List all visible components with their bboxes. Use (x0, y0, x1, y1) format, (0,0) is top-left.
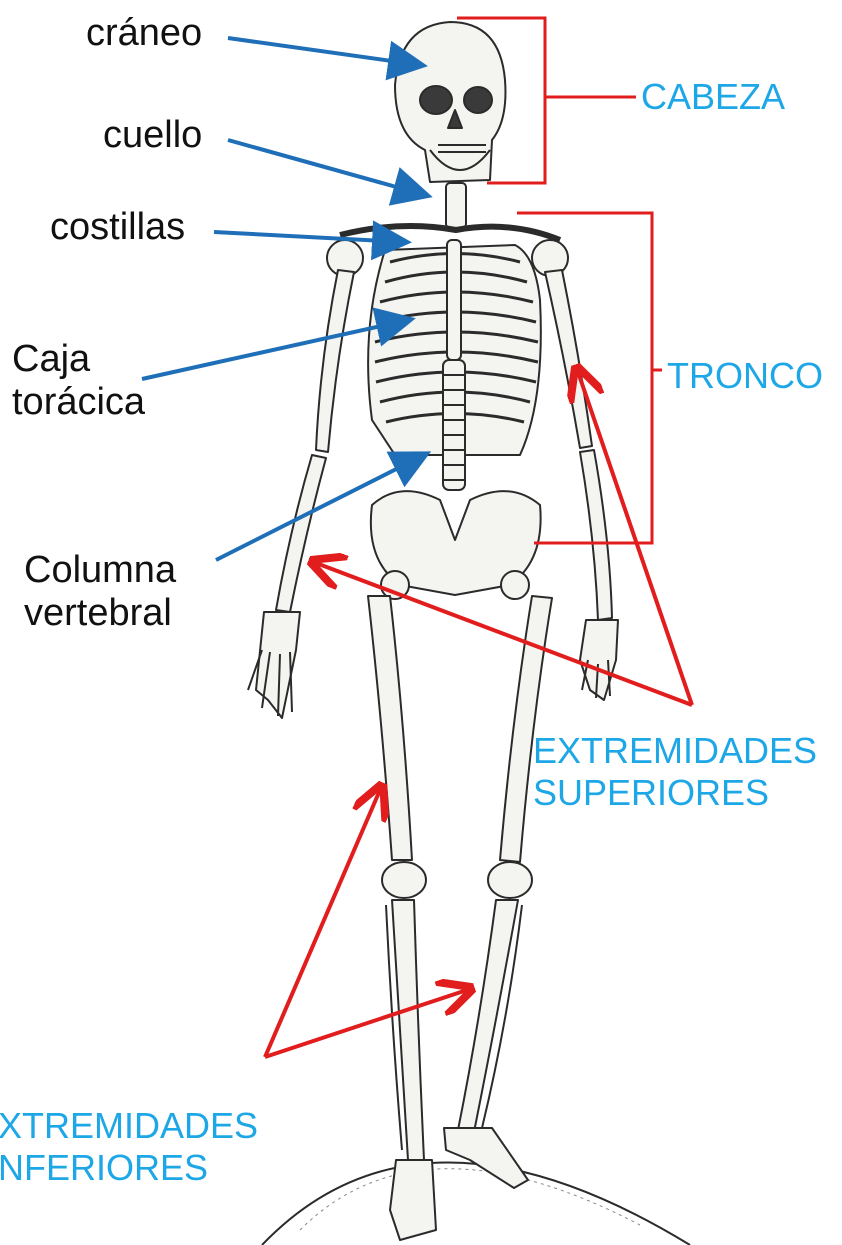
region-tronco: TRONCO (667, 355, 823, 397)
foot-right (444, 1128, 528, 1188)
arrow-inf-left (265, 790, 380, 1057)
arrow-cuello (228, 140, 425, 195)
region-extremidades-inferiores: XTREMIDADES NFERIORES (0, 1105, 258, 1190)
knee-right (488, 862, 532, 898)
knee-left (382, 862, 426, 898)
sternum (447, 240, 461, 360)
neck-vertebrae (446, 183, 466, 228)
arrow-costillas (214, 232, 404, 242)
skull-eye-socket-right (464, 87, 492, 113)
label-caja-toracica: Caja torácica (12, 338, 145, 423)
arrow-inf-right (265, 990, 467, 1057)
hand-right (580, 620, 618, 700)
clavicles (340, 226, 560, 240)
spine (443, 360, 465, 490)
label-costillas: costillas (50, 206, 185, 249)
foot-left (390, 1160, 436, 1240)
forearm-right (580, 450, 612, 620)
hip-right (501, 571, 529, 599)
label-craneo: cráneo (86, 12, 202, 55)
label-columna-vertebral: Columna vertebral (24, 549, 176, 634)
arrow-icon (265, 372, 692, 1057)
humerus-right (545, 270, 592, 448)
region-extremidades-superiores: EXTREMIDADES SUPERIORES (533, 730, 817, 815)
region-cabeza: CABEZA (641, 76, 785, 118)
forearm-left (276, 455, 326, 612)
ground-shading (300, 1169, 640, 1230)
femur-left (368, 596, 412, 860)
arrow-craneo (228, 38, 420, 65)
skull-eye-socket-left (420, 86, 452, 114)
tibia-right (458, 900, 518, 1132)
skeleton-group (248, 22, 618, 1240)
tibia-left (392, 900, 424, 1160)
humerus-left (316, 270, 354, 452)
label-cuello: cuello (103, 114, 202, 157)
ground-curve (262, 1163, 690, 1245)
